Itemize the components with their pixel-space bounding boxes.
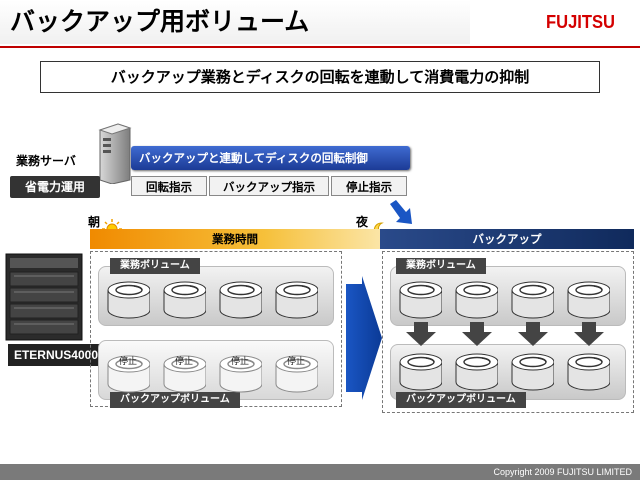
backup-disk-night-3 <box>511 353 554 391</box>
business-disk-night-1 <box>399 281 442 319</box>
subtitle-banner: バックアップ業務とディスクの回転を連動して消費電力の抑制 <box>40 61 600 93</box>
storage-rack-icon <box>5 253 83 341</box>
rotation-control-banner: バックアップと連動してディスクの回転制御 <box>131 146 410 170</box>
backup-disk-day-3 <box>219 355 262 393</box>
spin-up-command: 回転指示 <box>131 176 207 196</box>
copy-arrow-icon <box>574 322 604 346</box>
business-disk-day-3 <box>219 281 262 319</box>
business-disk-night-2 <box>455 281 498 319</box>
business-hours-bar: 業務時間 <box>90 229 380 249</box>
stopped-label: 停止 <box>118 357 137 367</box>
business-disk-day-2 <box>163 281 206 319</box>
business-hours-label: 業務時間 <box>212 232 258 246</box>
stopped-label: 停止 <box>230 357 249 367</box>
fujitsu-logo: FUJITSU <box>546 12 616 32</box>
copy-arrow-icon <box>406 322 436 346</box>
transition-arrow-icon <box>346 276 382 400</box>
stop-command: 停止指示 <box>331 176 407 196</box>
backup-disk-day-1 <box>107 355 150 393</box>
business-volume-label-night: 業務ボリューム <box>396 258 486 274</box>
business-disk-night-3 <box>511 281 554 319</box>
backup-period-label: バックアップ <box>472 232 542 246</box>
backup-disk-day-4 <box>275 355 318 393</box>
copy-arrow-icon <box>462 322 492 346</box>
stopped-label: 停止 <box>286 357 305 367</box>
backup-panel <box>382 251 634 413</box>
backup-disk-night-2 <box>455 353 498 391</box>
pointer-arrow-icon <box>390 200 412 224</box>
slide-title: バックアップ用ボリューム <box>0 0 470 44</box>
power-saving-mode-badge: 省電力運用 <box>10 176 100 198</box>
backup-disk-day-2 <box>163 355 206 393</box>
business-disk-night-4 <box>567 281 610 319</box>
backup-volume-label-day: バックアップボリューム <box>110 392 240 408</box>
backup-disk-night-1 <box>399 353 442 391</box>
business-volume-label-day: 業務ボリューム <box>110 258 200 274</box>
copy-arrow-icon <box>518 322 548 346</box>
morning-label: 朝 <box>88 215 101 229</box>
server-tower-icon <box>98 123 132 184</box>
night-label: 夜 <box>356 215 369 229</box>
stopped-label: 停止 <box>174 357 193 367</box>
backup-command: バックアップ指示 <box>209 176 329 196</box>
business-server-label: 業務サーバ <box>16 154 76 168</box>
backup-period-bar: バックアップ <box>380 229 634 249</box>
backup-volume-label-night: バックアップボリューム <box>396 392 526 408</box>
title-divider <box>0 46 640 48</box>
storage-model-label: ETERNUS4000 <box>8 344 104 366</box>
business-disk-day-4 <box>275 281 318 319</box>
business-disk-day-1 <box>107 281 150 319</box>
backup-disk-night-4 <box>567 353 610 391</box>
footer-copyright: Copyright 2009 FUJITSU LIMITED <box>0 464 640 480</box>
